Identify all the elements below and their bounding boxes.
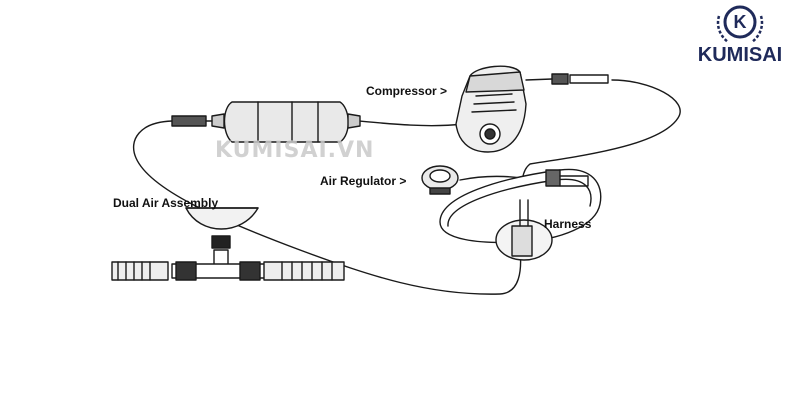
label-dual-air-assembly: Dual Air Assembly (113, 196, 219, 210)
label-compressor: Compressor > (366, 84, 448, 98)
air-tank (171, 101, 361, 143)
label-air-regulator: Air Regulator > (320, 174, 407, 188)
hose-compressor-to-harness (521, 79, 681, 201)
hose-tank-to-compressor (347, 119, 463, 127)
dual-air-assembly-unit (111, 207, 345, 281)
harness-unit (439, 168, 602, 261)
brand-emblem (716, 5, 764, 43)
label-harness: Harness (544, 217, 592, 231)
air-regulator-unit (421, 165, 459, 195)
compressor-unit (455, 65, 609, 153)
watermark-text: KUMISAI.VN (215, 138, 375, 163)
brand-name: KUMISAI (697, 44, 783, 66)
brand-monogram: K (733, 12, 747, 32)
hose-tank-to-harness (132, 120, 522, 295)
